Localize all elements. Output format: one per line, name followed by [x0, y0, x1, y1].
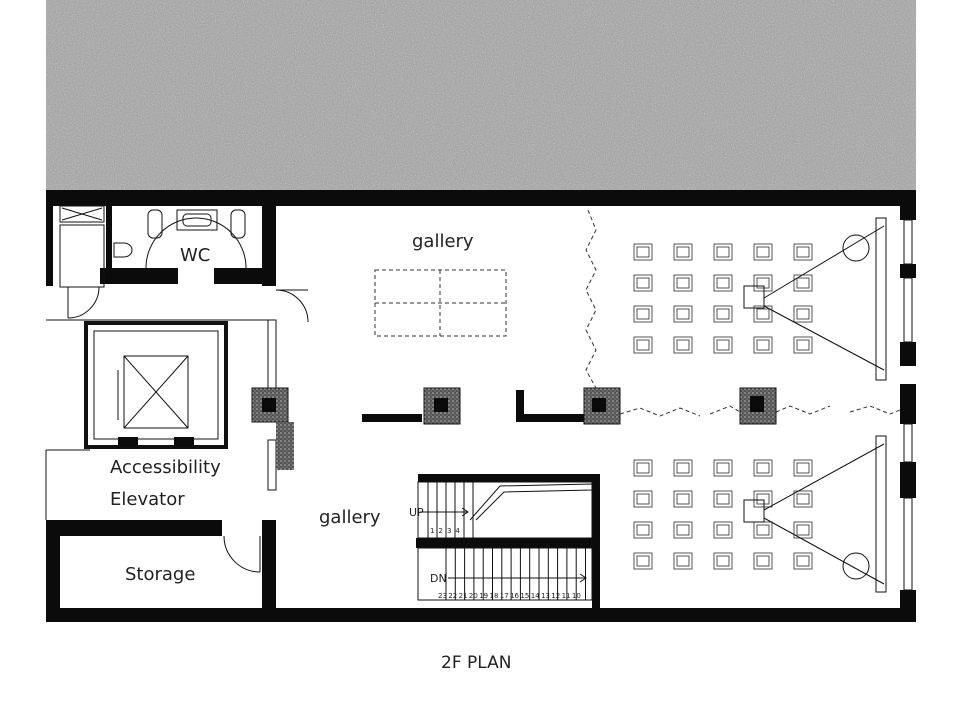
elevator-shaft	[84, 321, 228, 449]
stair-up-label: UP	[409, 506, 424, 519]
gallery-lower-label: gallery	[319, 507, 381, 528]
elevator-label-line2: Elevator	[110, 489, 185, 510]
step-number: 23	[438, 592, 447, 600]
interior-walls	[45, 319, 276, 608]
storage-label: Storage	[125, 564, 195, 585]
step-number: 13	[541, 592, 550, 600]
folding-screen	[585, 209, 597, 389]
step-number: 1	[430, 527, 434, 535]
step-number: 2	[439, 527, 443, 535]
central-partition	[362, 387, 901, 425]
projection-lower	[743, 435, 887, 593]
step-number: 20	[469, 592, 478, 600]
gallery-partitions	[251, 289, 309, 491]
stair-down-label: DN	[430, 572, 447, 585]
step-number: 17	[500, 592, 509, 600]
step-number: 19	[479, 592, 488, 600]
step-number: 22	[448, 592, 457, 600]
step-number: 3	[447, 527, 451, 535]
gallery-upper-label: gallery	[412, 231, 474, 252]
step-number: 11	[562, 592, 571, 600]
elevator-label-line1: Accessibility	[110, 457, 221, 478]
seating-upper	[633, 243, 813, 354]
wc-label: WC	[180, 245, 210, 266]
staircase	[416, 474, 600, 608]
wc-room	[59, 205, 276, 319]
step-number: 14	[531, 592, 540, 600]
step-number: 18	[490, 592, 499, 600]
step-number: 15	[520, 592, 529, 600]
plan-caption: 2F PLAN	[441, 653, 511, 673]
step-number: 16	[510, 592, 519, 600]
seating-lower	[633, 459, 813, 570]
step-number: 21	[459, 592, 468, 600]
projection-upper	[743, 217, 887, 381]
terrace-area	[46, 0, 916, 190]
exterior-walls	[46, 190, 916, 622]
step-number: 12	[551, 592, 560, 600]
display-tables	[374, 269, 507, 337]
step-number: 10	[572, 592, 581, 600]
facade-windows	[903, 219, 913, 591]
step-number: 4	[456, 527, 461, 535]
